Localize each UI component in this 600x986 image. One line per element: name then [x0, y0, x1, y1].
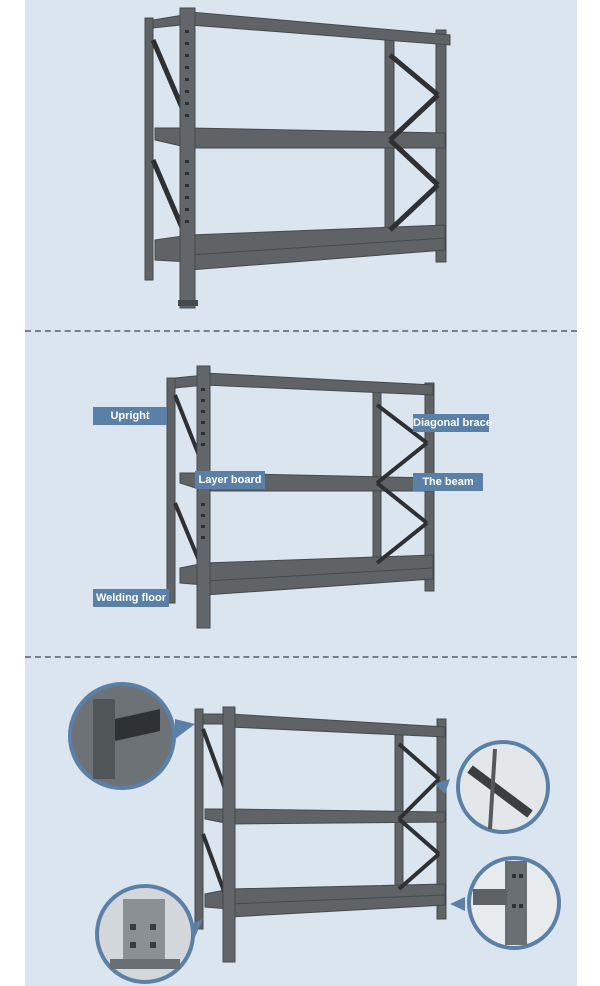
rack-illustration-2: [166, 365, 435, 629]
callout-diagonal-brace-detail: [456, 740, 550, 834]
label-welding-floor: Welding floor: [93, 589, 169, 607]
callout-beam-connector-detail: [467, 856, 561, 950]
rack-components-panel: Upright Diagonal brace Layer board The b…: [25, 333, 577, 656]
section-divider: [25, 330, 577, 332]
callout-welding-floor-detail: [95, 884, 195, 984]
label-the-beam: The beam: [413, 473, 483, 491]
label-diagonal-brace: Diagonal brace: [413, 414, 492, 432]
rack-overview-panel: [25, 0, 577, 330]
callout-upright-beam-joint: [68, 682, 176, 790]
label-upright: Upright: [93, 407, 167, 425]
rack-illustration-1: [144, 7, 451, 309]
product-detail-page: Upright Diagonal brace Layer board The b…: [25, 0, 577, 986]
section-divider: [25, 656, 577, 658]
rack-illustration-3: [68, 682, 561, 984]
label-layer-board: Layer board: [195, 471, 265, 489]
rack-details-panel: [25, 659, 577, 986]
